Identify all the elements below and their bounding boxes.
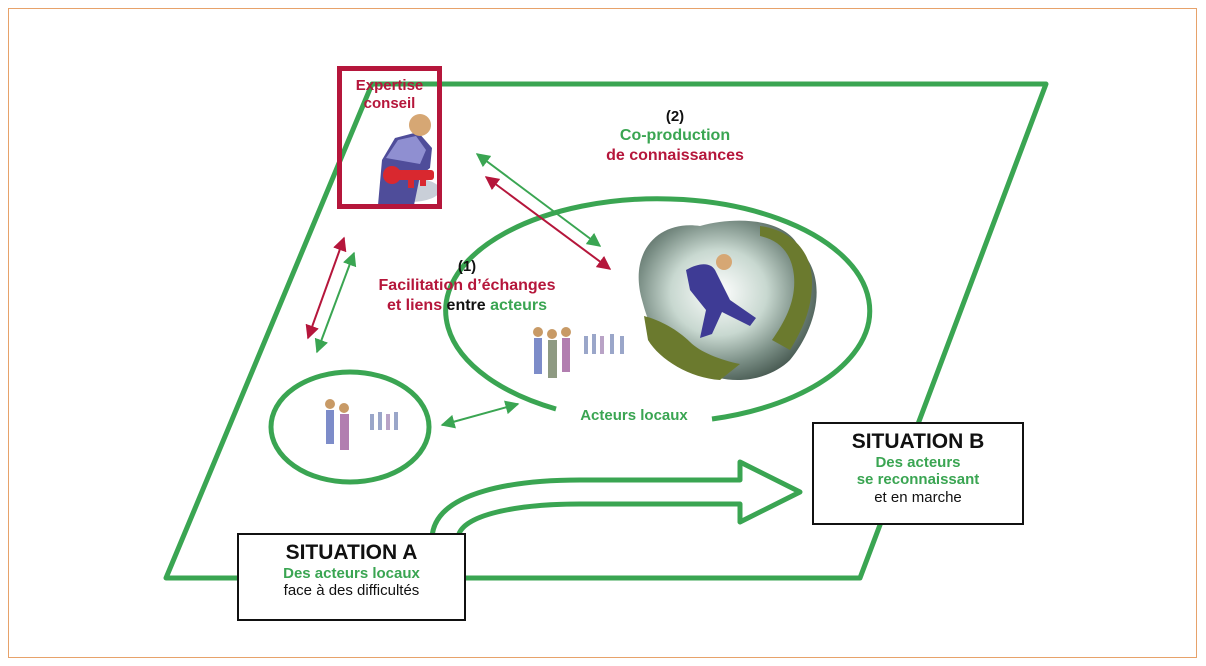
expertise-line1: Expertise — [355, 77, 424, 94]
small-group-ellipse — [268, 369, 432, 485]
coproduction-line1: Co-production — [619, 127, 731, 145]
person-climbing-rock-clipart — [638, 220, 817, 381]
situation-a-box: SITUATION A Des acteurs locaux face à de… — [237, 533, 466, 621]
facilitation-number: (1) — [457, 258, 477, 275]
local-actors-ellipse — [443, 196, 873, 422]
facilitation-label: (1) Facilitation d’échanges et liens ent… — [352, 258, 582, 315]
group-of-people-clipart-small — [325, 399, 398, 450]
outer-frame — [8, 8, 1197, 658]
facilitation-line2-b: entre — [446, 296, 486, 314]
expertise-line2: conseil — [363, 95, 416, 113]
coproduction-line2: de connaissances — [606, 146, 744, 164]
expertise-box: Expertise conseil — [337, 66, 442, 209]
situation-b-line3: et en marche — [874, 488, 962, 506]
arrow-expertise-coproduction-red — [484, 176, 612, 270]
situation-a-title: SITUATION A — [285, 541, 418, 564]
situation-b-title: SITUATION B — [851, 430, 985, 453]
facilitation-line2-c: acteurs — [490, 296, 548, 314]
arrow-expertise-coproduction-green — [475, 153, 602, 247]
group-of-people-clipart-large — [533, 327, 624, 378]
situation-a-line1: Des acteurs locaux — [283, 565, 420, 582]
transition-arrow — [429, 459, 803, 541]
situation-b-box: SITUATION B Des acteurs se reconnaissant… — [812, 422, 1024, 525]
consultant-with-key-clipart — [378, 114, 440, 205]
facilitation-line2-a: et liens — [386, 296, 443, 314]
facilitation-line1: Facilitation d’échanges — [378, 277, 556, 295]
arrow-expertise-groups-red — [305, 236, 347, 340]
arrow-expertise-groups-green — [314, 251, 357, 354]
acteurs-locaux-label: Acteurs locaux — [580, 407, 688, 424]
situation-b-line2: se reconnaissant — [856, 471, 980, 489]
situation-a-line2: face à des difficultés — [283, 582, 420, 600]
territory-parallelogram — [163, 81, 1049, 581]
arrow-groups-link — [440, 400, 520, 429]
coproduction-number: (2) — [665, 108, 685, 125]
situation-b-line1: Des acteurs — [875, 454, 961, 471]
coproduction-label: (2) Co-production de connaissances — [580, 108, 770, 165]
